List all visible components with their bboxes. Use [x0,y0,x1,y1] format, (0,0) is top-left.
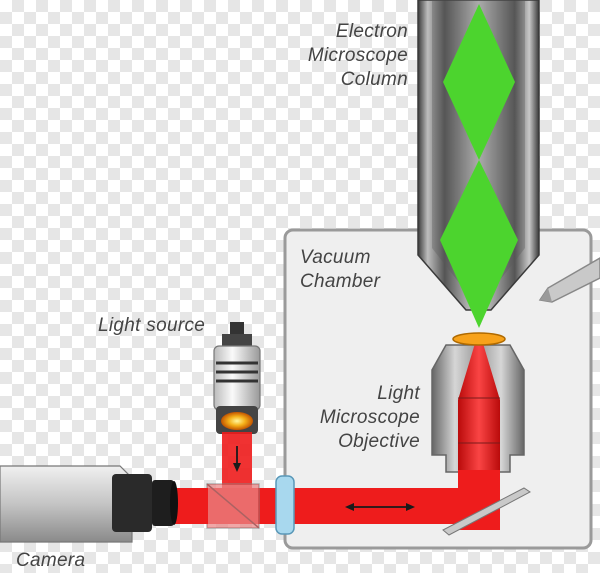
label-line: Microscope [307,45,408,66]
camera-beam [178,488,208,524]
camera [0,465,178,543]
light-source [213,322,261,434]
label-line: Electron [335,21,408,42]
label-line: Vacuum [300,247,371,268]
label-line: Column [340,69,408,90]
label-objective: Light Microscope Objective [300,382,420,454]
vacuum-window [275,475,295,535]
label-line: Microscope [319,407,420,428]
beam-splitter [206,483,260,529]
label-line: Chamber [300,271,381,292]
electron-beam [440,4,518,328]
label-light-source: Light source [98,315,206,336]
down-arrow [233,446,241,472]
label-electron-column: Electron Microscope Column [290,20,408,92]
mirror [442,487,531,536]
sample [452,332,506,346]
label-line: Light [377,383,420,404]
objective-beam [458,340,500,475]
label-line: Objective [338,431,420,452]
double-arrow [345,503,415,511]
label-camera: Camera [16,550,86,571]
label-vacuum-chamber: Vacuum Chamber [300,246,380,294]
probe-tip [538,257,600,303]
